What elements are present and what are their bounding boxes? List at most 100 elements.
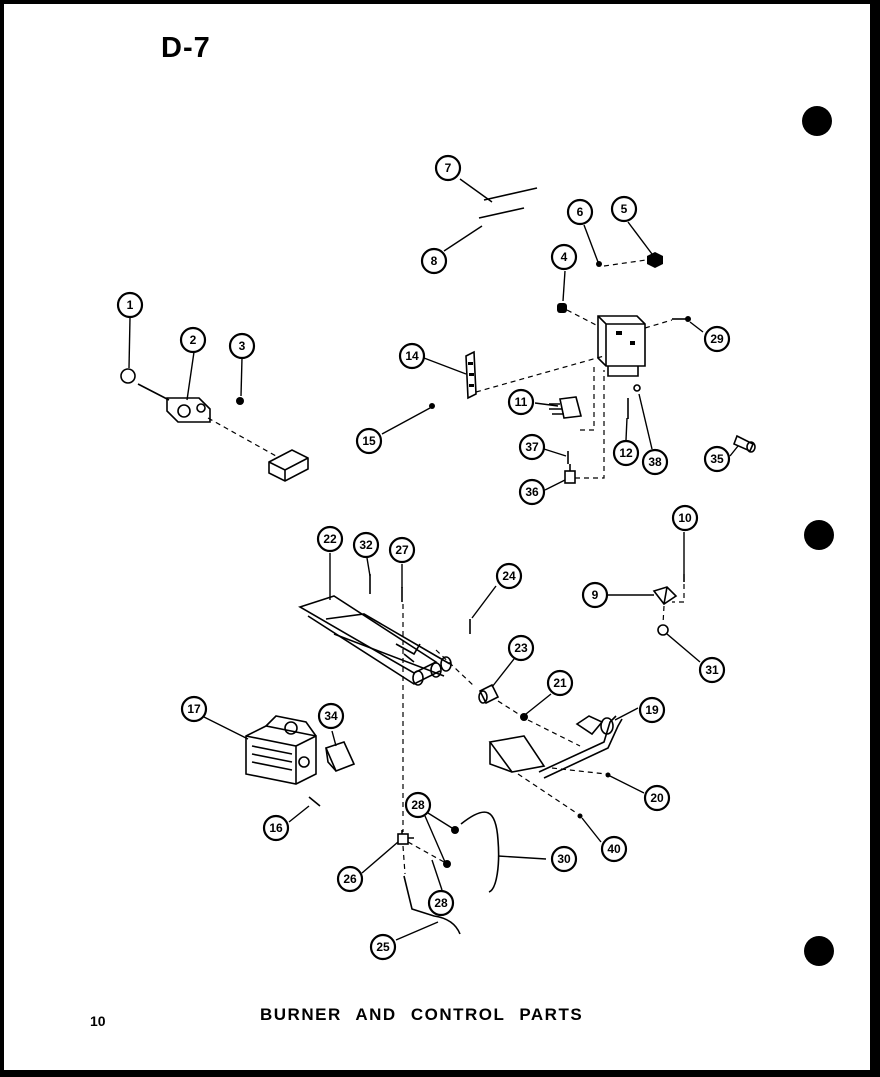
callout-3: 3 — [228, 332, 256, 360]
dashed-11-box — [580, 366, 595, 431]
leader-3 — [240, 357, 243, 397]
callout-circle — [550, 845, 578, 873]
callout-circle — [427, 889, 455, 917]
leader-34 — [331, 730, 337, 747]
callout-label: 35 — [710, 452, 724, 466]
callout-label: 22 — [323, 532, 337, 546]
diagram-title: BURNER AND CONTROL PARTS — [260, 1005, 584, 1024]
callout-label: 36 — [525, 485, 539, 499]
leader-16 — [288, 805, 310, 823]
callout-7: 7 — [434, 154, 462, 182]
callout-9: 9 — [581, 581, 609, 609]
callout-circle — [671, 504, 699, 532]
callout-25: 25 — [369, 933, 397, 961]
part-1-knob — [120, 368, 136, 384]
callout-label: 28 — [434, 896, 448, 910]
part-31-nut — [657, 624, 669, 636]
callout-circle — [228, 332, 256, 360]
part-20-screw — [605, 772, 611, 778]
leader-19 — [614, 707, 639, 721]
leader-7 — [459, 178, 493, 203]
part-19-manifold — [488, 715, 623, 779]
leader-28-split — [424, 815, 446, 863]
dashed-4-box — [566, 309, 599, 327]
callout-circle — [643, 784, 671, 812]
callout-circle — [566, 198, 594, 226]
callout-circle — [641, 448, 669, 476]
leader-1 — [128, 317, 131, 369]
leader-31 — [666, 633, 701, 663]
dashed-box-29 — [644, 319, 673, 329]
dashed-5-6 — [603, 259, 647, 267]
callout-label: 4 — [561, 250, 568, 264]
callout-circle — [336, 865, 364, 893]
part-36-electrode — [564, 464, 576, 484]
leader-11 — [534, 402, 559, 407]
callout-label: 28 — [411, 798, 425, 812]
dashed-manifold-40 — [517, 773, 579, 815]
leader-35 — [729, 445, 739, 457]
dashed-manifold-20 — [551, 767, 607, 775]
leader-5 — [627, 221, 653, 255]
leader-38 — [638, 393, 653, 450]
leader-12 — [625, 417, 628, 441]
callout-29: 29 — [703, 325, 731, 353]
callout-label: 29 — [710, 332, 724, 346]
leader-20 — [609, 775, 645, 794]
callout-label: 27 — [395, 543, 409, 557]
leader-24 — [471, 585, 497, 619]
callout-circle — [317, 702, 345, 730]
callout-17: 17 — [180, 695, 208, 723]
leader-4 — [562, 270, 566, 302]
callout-label: 24 — [502, 569, 516, 583]
callout-circle — [262, 814, 290, 842]
callout-label: 9 — [592, 588, 599, 602]
part-34-cover — [324, 741, 356, 773]
callout-16: 16 — [262, 814, 290, 842]
leader-23 — [491, 658, 515, 688]
leader-15 — [381, 407, 431, 435]
callout-circle — [550, 243, 578, 271]
dashed-10-9 — [672, 584, 685, 603]
page-code: D-7 — [161, 32, 211, 64]
callout-label: 26 — [343, 872, 357, 886]
part-28-nut-upper — [451, 826, 459, 834]
callout-circle — [355, 427, 383, 455]
callout-circle — [404, 791, 432, 819]
leader-36 — [544, 479, 566, 491]
callout-label: 34 — [324, 709, 338, 723]
callout-36: 36 — [518, 478, 546, 506]
part-2-stem — [137, 383, 170, 401]
part-17-box — [245, 715, 317, 785]
callout-circle — [495, 562, 523, 590]
binder-hole-bottom — [804, 936, 834, 966]
leader-2 — [186, 351, 195, 401]
part-15-screw — [429, 403, 435, 409]
part-2-valve — [166, 397, 211, 423]
callout-label: 3 — [239, 339, 246, 353]
parts-diagram: 1234567891011121415161719202122232425262… — [116, 106, 834, 966]
part-4-grommet — [557, 303, 567, 313]
callout-label: 38 — [648, 455, 662, 469]
callout-label: 37 — [525, 440, 539, 454]
part-control-box — [597, 315, 646, 377]
dashed-21-manifold — [527, 719, 581, 747]
callout-circle — [507, 634, 535, 662]
callout-circle — [518, 478, 546, 506]
callout-10: 10 — [671, 504, 699, 532]
callout-2: 2 — [179, 326, 207, 354]
callout-circle — [116, 291, 144, 319]
leader-21 — [525, 693, 552, 715]
callout-34: 34 — [317, 702, 345, 730]
callout-circle — [638, 696, 666, 724]
callout-1: 1 — [116, 291, 144, 319]
callout-label: 23 — [514, 641, 528, 655]
callout-label: 5 — [621, 202, 628, 216]
callout-circle — [180, 695, 208, 723]
leader-40 — [581, 817, 602, 843]
leader-6 — [583, 224, 599, 263]
leader-28-lower — [431, 859, 443, 891]
part-23-adapter — [478, 683, 500, 705]
part-25-wire — [403, 875, 461, 935]
binder-hole-top — [802, 106, 832, 136]
